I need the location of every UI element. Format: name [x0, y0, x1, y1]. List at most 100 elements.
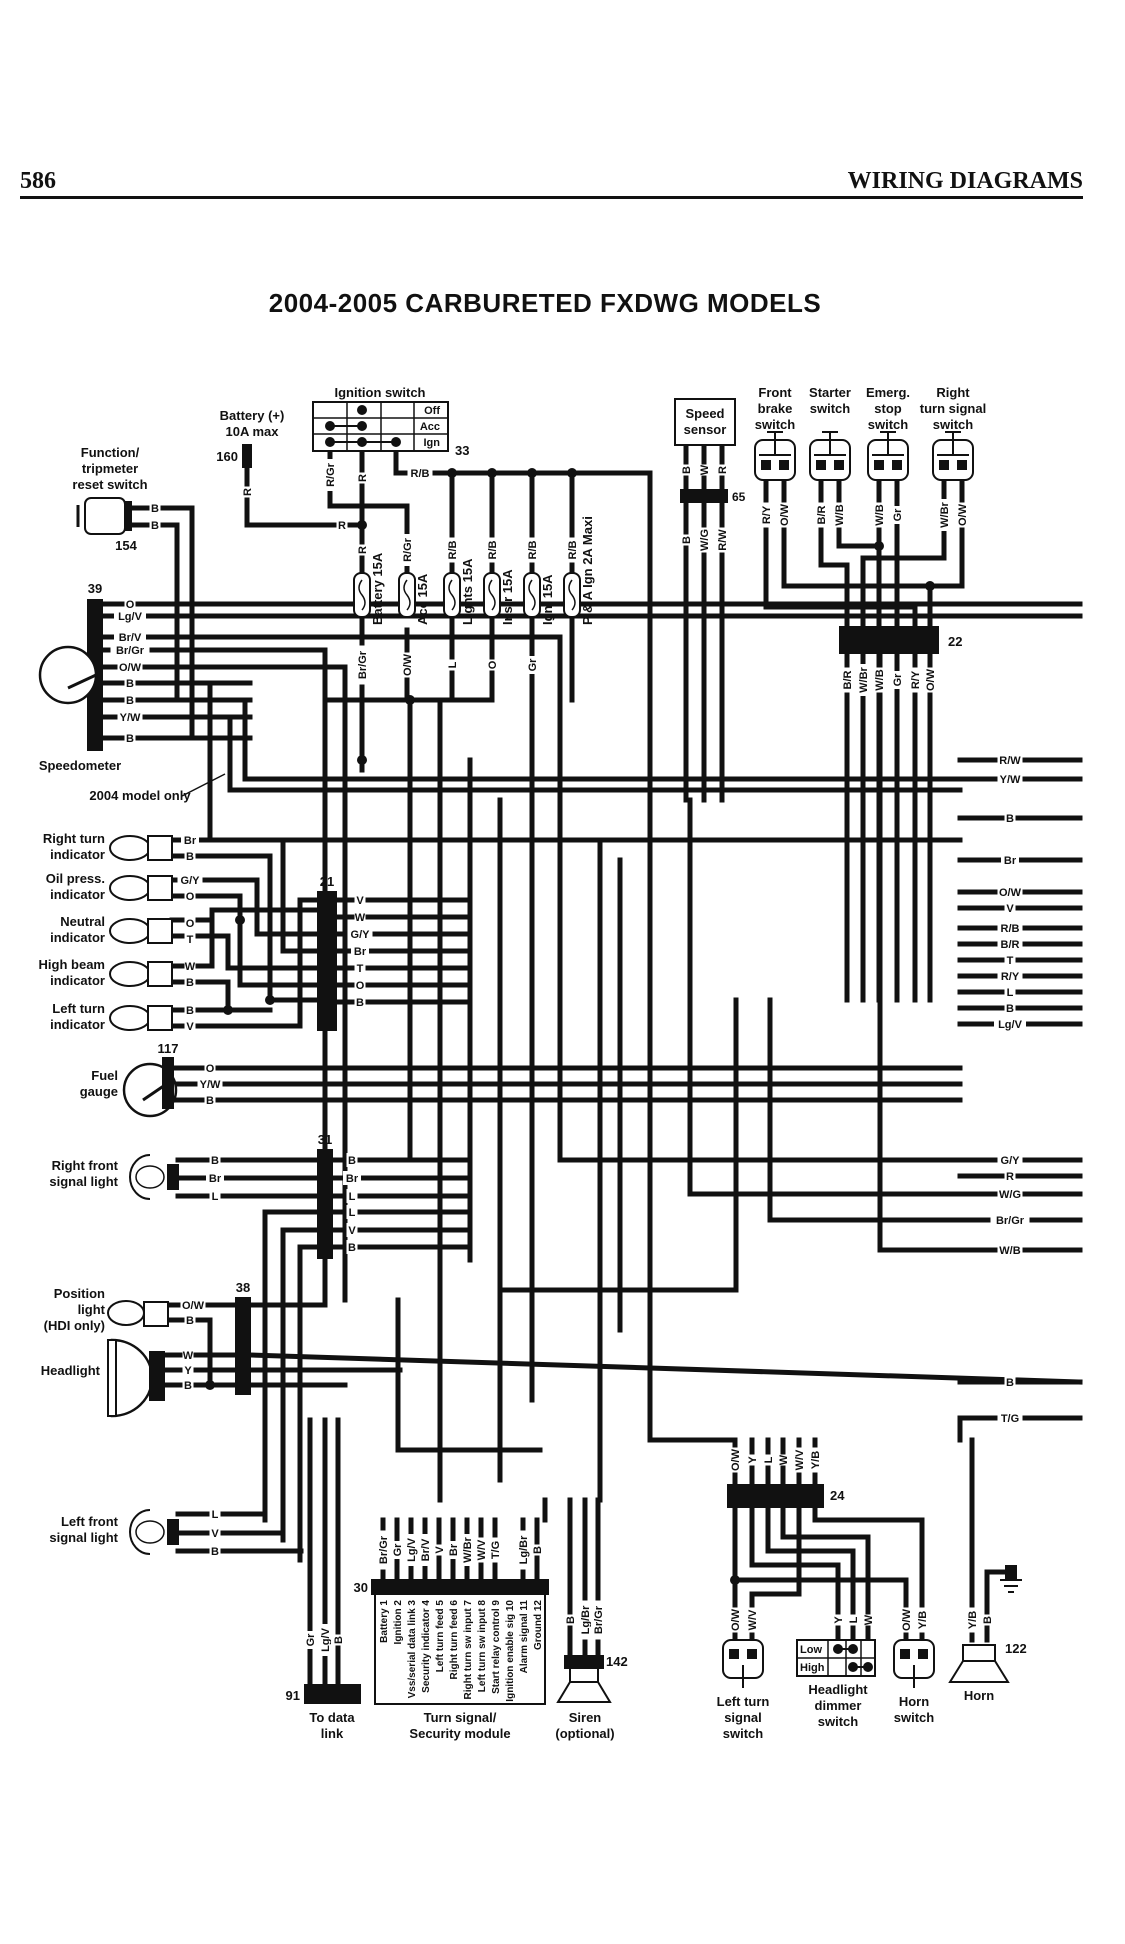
wire-color-tag: Br/V: [418, 1534, 432, 1566]
wire-color-label: O: [126, 599, 135, 611]
wire-color-tag: V: [184, 1019, 196, 1033]
wire-tag-bg: [861, 1614, 875, 1626]
splice-dot: [205, 1380, 215, 1390]
wire-color-label: O/W: [779, 503, 791, 526]
battery-label: 10A max: [226, 424, 280, 439]
wire: [557, 634, 963, 1163]
wire-color-tag: Gr: [390, 1541, 404, 1559]
wire-tag-bg: [124, 693, 136, 707]
wire-color-tag: Y: [182, 1363, 194, 1377]
wire-color-label: B: [211, 1155, 219, 1167]
connector-38: [235, 1297, 251, 1395]
wire-tag-bg: [346, 1240, 358, 1254]
wire-color-label: W/V: [476, 1539, 488, 1560]
wire-color-tag: W: [861, 1614, 875, 1626]
wire-tag-bg: [114, 609, 146, 623]
wire-color-tag: R/B: [407, 466, 433, 480]
wire-color-tag: W/B: [832, 502, 846, 528]
wire-color-tag: Y/B: [808, 1447, 822, 1473]
wire-color-label: G/Y: [351, 929, 371, 941]
wire-tag-bg: [516, 1530, 530, 1570]
wire-color-label: R/B: [487, 540, 499, 559]
position-light-socket: [143, 1301, 169, 1327]
wire-color-tag: O/W: [955, 502, 969, 528]
wire-color-tag: R: [715, 464, 729, 476]
wire: [169, 979, 231, 1013]
function-switch-label: tripmeter: [82, 461, 138, 476]
fuse-label: Battery 15A: [370, 552, 385, 625]
note-leader: [181, 773, 226, 797]
wire-tag-bg: [955, 502, 969, 528]
wire-color-tag: B: [184, 975, 196, 989]
indicator-label: indicator: [50, 973, 105, 988]
wire-tag-bg: [209, 1189, 221, 1203]
wire-color-label: W: [778, 1454, 790, 1465]
fuel-gauge-number: 117: [158, 1041, 179, 1056]
wire-color-tag: O/W: [997, 885, 1023, 899]
wire-color-label: R/Y: [910, 670, 922, 689]
wire-color-tag: O/W: [400, 652, 414, 678]
wire-tag-bg: [997, 1153, 1023, 1167]
wire-tag-bg: [997, 937, 1023, 951]
wire-color-label: R: [242, 488, 254, 496]
wire-color-tag: R: [1004, 1169, 1016, 1183]
wire-color-label: R: [357, 474, 369, 482]
wire-color-tag: B: [149, 518, 161, 532]
wire-color-tag: Br: [351, 944, 369, 958]
security-module-label: Security module: [409, 1726, 510, 1741]
indicator-label: High beam: [39, 957, 105, 972]
wire-tag-bg: [182, 1363, 194, 1377]
speed-sensor-box: [674, 398, 736, 446]
wire-color-label: Br: [1004, 855, 1017, 867]
wire-tag-bg: [124, 731, 136, 745]
wire-color-label: V: [186, 1021, 194, 1033]
wire-color-tag: O/W: [180, 1298, 206, 1312]
wire-tag-bg: [856, 664, 870, 696]
wire: [812, 1504, 925, 1643]
wire: [860, 537, 947, 633]
indicator-bulb: [109, 918, 151, 944]
indicator-bulb: [109, 961, 151, 987]
wire-color-tag: Br/Gr: [355, 645, 369, 685]
connector-30: [371, 1579, 549, 1595]
wire-color-tag: O: [485, 659, 499, 671]
wire-color-tag: W: [182, 1348, 194, 1362]
wire-tag-bg: [846, 1614, 860, 1626]
module-pin-label: Battery 1: [379, 1600, 390, 1643]
module-pin-label: Start relay control 9: [491, 1600, 502, 1694]
wire-color-label: W: [699, 464, 711, 475]
wire-color-tag: R/Y: [997, 969, 1023, 983]
wire-color-label: Gr: [527, 658, 539, 672]
wire-color-tag: Lg/Br: [516, 1530, 530, 1570]
wire-color-label: B: [186, 1005, 194, 1017]
wire-color-label: T: [357, 963, 364, 975]
wire-color-label: W: [863, 1614, 875, 1625]
wire-color-label: Y/B: [810, 1451, 822, 1469]
wire: [169, 853, 273, 1003]
wire-color-tag: O: [354, 978, 366, 992]
wire-tag-bg: [997, 1243, 1023, 1257]
wire-color-label: V: [211, 1528, 219, 1540]
wire-color-tag: R/B: [525, 537, 539, 563]
signal-bulb: [135, 1165, 165, 1189]
wire-color-tag: T/G: [488, 1537, 502, 1563]
component-symbols: [38, 398, 1022, 1705]
module-pin-label: Vss/serial data link 3: [407, 1600, 418, 1699]
page-number: 586: [20, 168, 56, 194]
wire-color-tag: Br: [343, 1171, 361, 1185]
wire-color-tag: W: [776, 1454, 790, 1466]
wire-color-tag: W/V: [745, 1607, 759, 1633]
wire-color-tag: B: [184, 1313, 196, 1327]
wire-tag-bg: [525, 656, 539, 674]
wire-color-label: Lg/V: [998, 1019, 1022, 1031]
signal-light-label: signal light: [49, 1530, 118, 1545]
fuse-element: [448, 579, 456, 611]
wire-color-label: Y: [747, 1456, 759, 1464]
wire-color-tag: Br: [206, 1171, 224, 1185]
wire-color-tag: T: [1004, 953, 1016, 967]
fuel-gauge-label: gauge: [80, 1084, 118, 1099]
wire-color-label: G/Y: [181, 875, 201, 887]
indicator-bulb: [109, 875, 151, 901]
wire-color-label: B: [151, 520, 159, 532]
switch-terminal: [874, 460, 884, 470]
